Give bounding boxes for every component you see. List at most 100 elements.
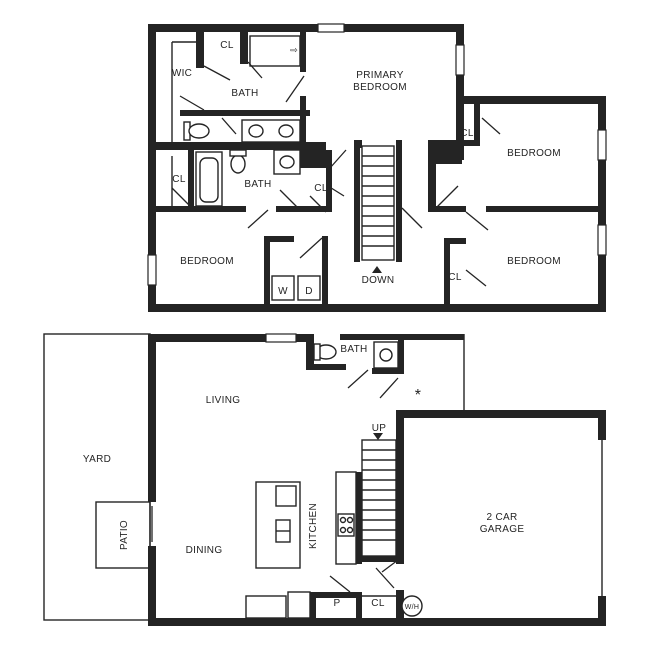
door-lower-bath[interactable] bbox=[347, 369, 369, 389]
stairs-down-arrow-icon bbox=[372, 266, 382, 273]
label-cl-bed-top: CL bbox=[460, 128, 474, 139]
upper-window-right-b bbox=[597, 224, 607, 256]
wall-bed-tr-left bbox=[456, 104, 464, 160]
upper-stairs[interactable] bbox=[361, 145, 395, 261]
shelf-icon: ⇨ bbox=[290, 45, 298, 55]
wall-bedleft-top bbox=[156, 206, 246, 212]
dryer-box[interactable] bbox=[297, 275, 321, 301]
label-washer: W bbox=[278, 286, 288, 297]
door-cl-bed-top[interactable] bbox=[481, 117, 501, 135]
burner-icon bbox=[339, 526, 347, 534]
wall-bed-divider bbox=[436, 206, 466, 212]
label-bath-master: BATH bbox=[231, 88, 258, 99]
door-bed-br[interactable] bbox=[465, 211, 489, 231]
wall-cl-bed-top bbox=[474, 104, 480, 144]
door-lower-utility[interactable] bbox=[379, 377, 399, 399]
label-bedroom-bottom-right: BEDROOM bbox=[507, 256, 561, 267]
sink-icon bbox=[279, 155, 295, 169]
burner-icon bbox=[346, 526, 354, 534]
hall-vanity bbox=[273, 149, 301, 175]
upper-wall-right-top bbox=[456, 96, 606, 104]
label-living: LIVING bbox=[206, 395, 241, 406]
stairs-up-arrow-icon bbox=[373, 433, 383, 440]
label-stairs-down: DOWN bbox=[362, 275, 395, 286]
door-bedleft[interactable] bbox=[247, 209, 269, 229]
label-bath-hall: BATH bbox=[244, 179, 271, 190]
garage-wall-left-bottom bbox=[396, 590, 404, 626]
washer-box[interactable] bbox=[271, 275, 295, 301]
door-hall-cl-left[interactable] bbox=[171, 187, 191, 207]
label-water-heater: W/H bbox=[405, 604, 420, 611]
garage-wall-left bbox=[396, 410, 404, 564]
door-cl-master[interactable] bbox=[247, 61, 263, 79]
label-garage-2: GARAGE bbox=[480, 524, 525, 535]
door-closet[interactable] bbox=[375, 567, 395, 589]
lower-stairs[interactable] bbox=[361, 439, 397, 557]
bathtub-inner-icon bbox=[199, 157, 219, 203]
label-yard: YARD bbox=[83, 454, 111, 465]
wall-hall-cl-right bbox=[326, 150, 332, 212]
closet-shelf bbox=[249, 35, 301, 67]
door-pantry[interactable] bbox=[329, 575, 351, 593]
wall-bed-tr-left-low bbox=[428, 160, 436, 212]
door-wic[interactable] bbox=[203, 65, 231, 81]
label-bedroom-top-right: BEDROOM bbox=[507, 148, 561, 159]
sink-icon bbox=[278, 124, 294, 138]
lower-bath-bottom bbox=[306, 364, 346, 370]
upper-wall-left bbox=[148, 24, 156, 312]
label-primary-bedroom-2: BEDROOM bbox=[353, 82, 407, 93]
door-master-bed[interactable] bbox=[329, 149, 347, 169]
wall-bed-divider-b bbox=[486, 206, 606, 212]
upper-wall-right bbox=[598, 96, 606, 312]
door-laundry[interactable] bbox=[299, 237, 323, 259]
door-bath-inner[interactable] bbox=[179, 95, 205, 111]
label-lower-bath: BATH bbox=[340, 344, 367, 355]
upper-window-top-right bbox=[455, 44, 465, 76]
toilet-tank-icon bbox=[229, 149, 247, 157]
lower-bath-left bbox=[306, 334, 314, 370]
door-bath-vanity[interactable] bbox=[221, 117, 237, 135]
wall-wic-bottom bbox=[156, 142, 316, 150]
wall-cl-bed-bottom-top bbox=[444, 238, 466, 244]
door-master-bath[interactable] bbox=[285, 75, 305, 103]
wall-wic-right bbox=[196, 32, 204, 68]
label-cl-hall-left: CL bbox=[172, 174, 186, 185]
toilet-tank-icon bbox=[313, 343, 321, 361]
door-garage[interactable] bbox=[381, 559, 399, 573]
door-hall-right[interactable] bbox=[401, 207, 423, 229]
garage-wall-top bbox=[396, 410, 606, 418]
lower-bath-bottom-r bbox=[372, 368, 404, 374]
cabinet-box bbox=[287, 591, 311, 619]
wall-cl-right bbox=[240, 32, 248, 64]
burner-icon bbox=[346, 516, 354, 524]
door-cl-bed-bottom[interactable] bbox=[465, 269, 487, 287]
upper-floor: ⇨ WIC bbox=[147, 23, 607, 312]
label-primary-bedroom-1: PRIMARY bbox=[356, 70, 404, 81]
asterisk-icon: * bbox=[415, 387, 422, 404]
garage-wall-right-bottom bbox=[598, 596, 606, 626]
lower-wall-top bbox=[148, 334, 308, 342]
label-cl-master: CL bbox=[220, 40, 234, 51]
door-bed-tr[interactable] bbox=[435, 185, 459, 209]
label-garage-1: 2 CAR bbox=[487, 512, 518, 523]
sink-icon bbox=[379, 348, 393, 362]
water-heater-icon bbox=[401, 595, 423, 617]
lower-stair-left bbox=[356, 472, 362, 564]
upper-wall-top bbox=[148, 24, 464, 32]
label-kitchen: KITCHEN bbox=[308, 503, 319, 549]
toilet-icon bbox=[230, 154, 246, 174]
wall-laundry-top bbox=[264, 236, 294, 242]
pantry-left bbox=[310, 592, 316, 626]
door-hall-cl-mid[interactable] bbox=[309, 195, 327, 213]
lower-bath-right bbox=[398, 334, 404, 374]
door-master-bed-b[interactable] bbox=[327, 185, 345, 197]
wall-stair-left bbox=[354, 140, 360, 262]
upper-window-top-bed bbox=[317, 23, 345, 33]
burner-icon bbox=[339, 516, 347, 524]
wall-bath2-left bbox=[188, 150, 194, 208]
label-bedroom-left: BEDROOM bbox=[180, 256, 234, 267]
door-hall-bath[interactable] bbox=[279, 189, 299, 209]
label-dining: DINING bbox=[186, 545, 223, 556]
fridge-box bbox=[245, 595, 287, 619]
upper-window-right-a bbox=[597, 129, 607, 161]
